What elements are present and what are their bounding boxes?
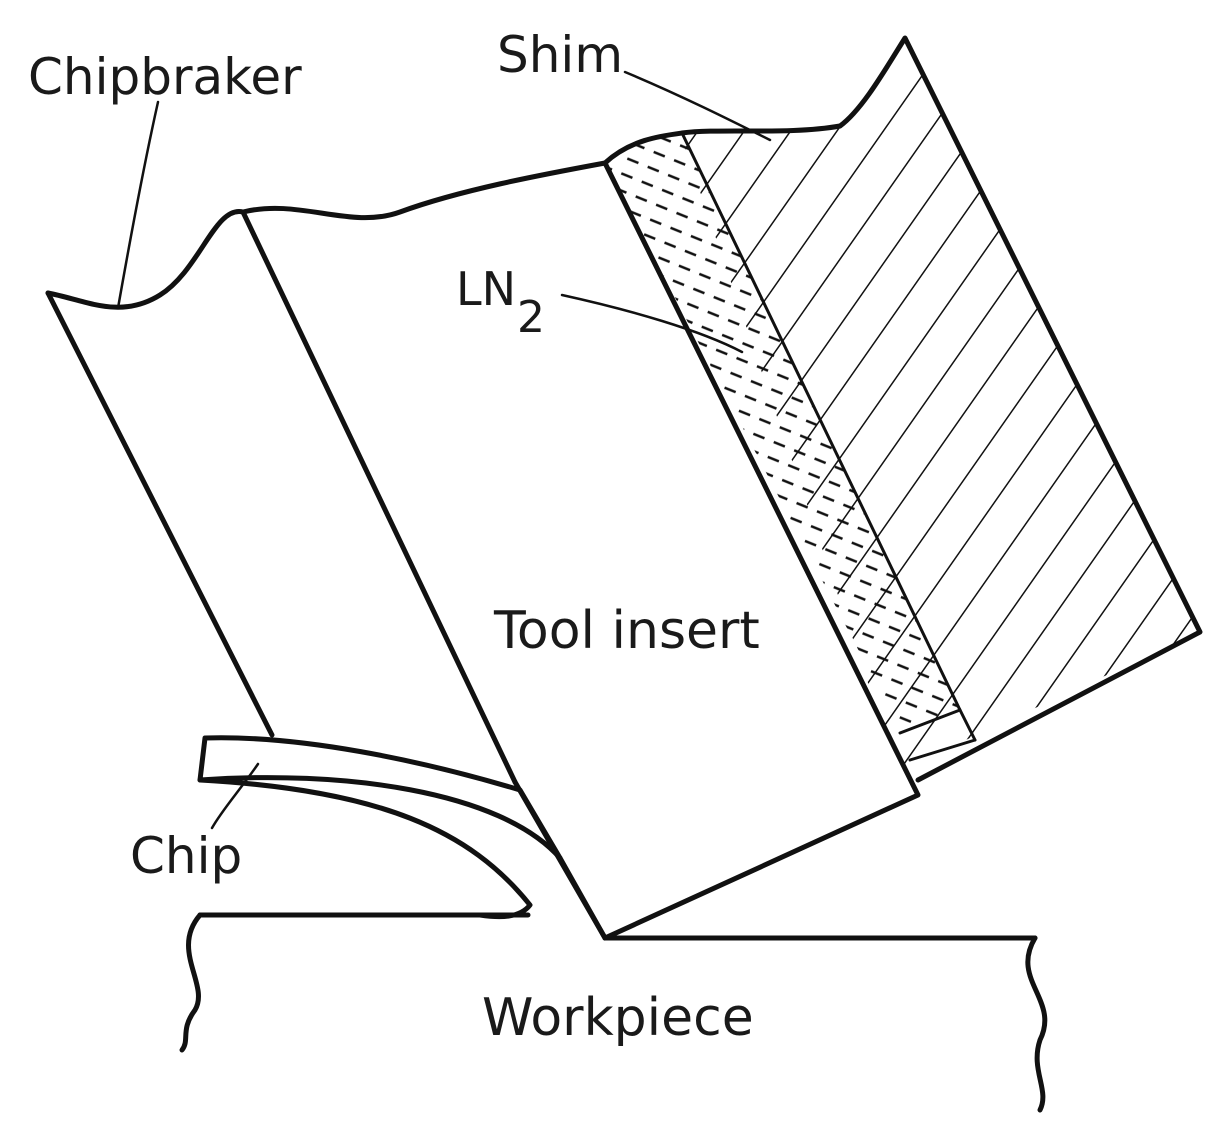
shim-label: Shim	[497, 26, 623, 84]
shim-region	[680, 35, 1203, 783]
chipbraker-leader	[116, 100, 160, 310]
chipbraker-label: Chipbraker	[28, 48, 302, 106]
chip-label: Chip	[130, 827, 242, 885]
top-break-line	[240, 123, 843, 221]
ln2-channel	[605, 131, 977, 762]
workpiece-label: Workpiece	[482, 988, 754, 1048]
chipbraker	[45, 209, 275, 738]
workpiece	[179, 912, 1048, 1113]
ln2-subscript: 2	[517, 292, 545, 343]
ln2-label: LN	[456, 262, 516, 316]
tool-insert-label: Tool insert	[493, 601, 760, 661]
shim-leader	[623, 70, 772, 142]
chip-leader	[210, 762, 260, 830]
ln2-leader	[560, 293, 744, 354]
